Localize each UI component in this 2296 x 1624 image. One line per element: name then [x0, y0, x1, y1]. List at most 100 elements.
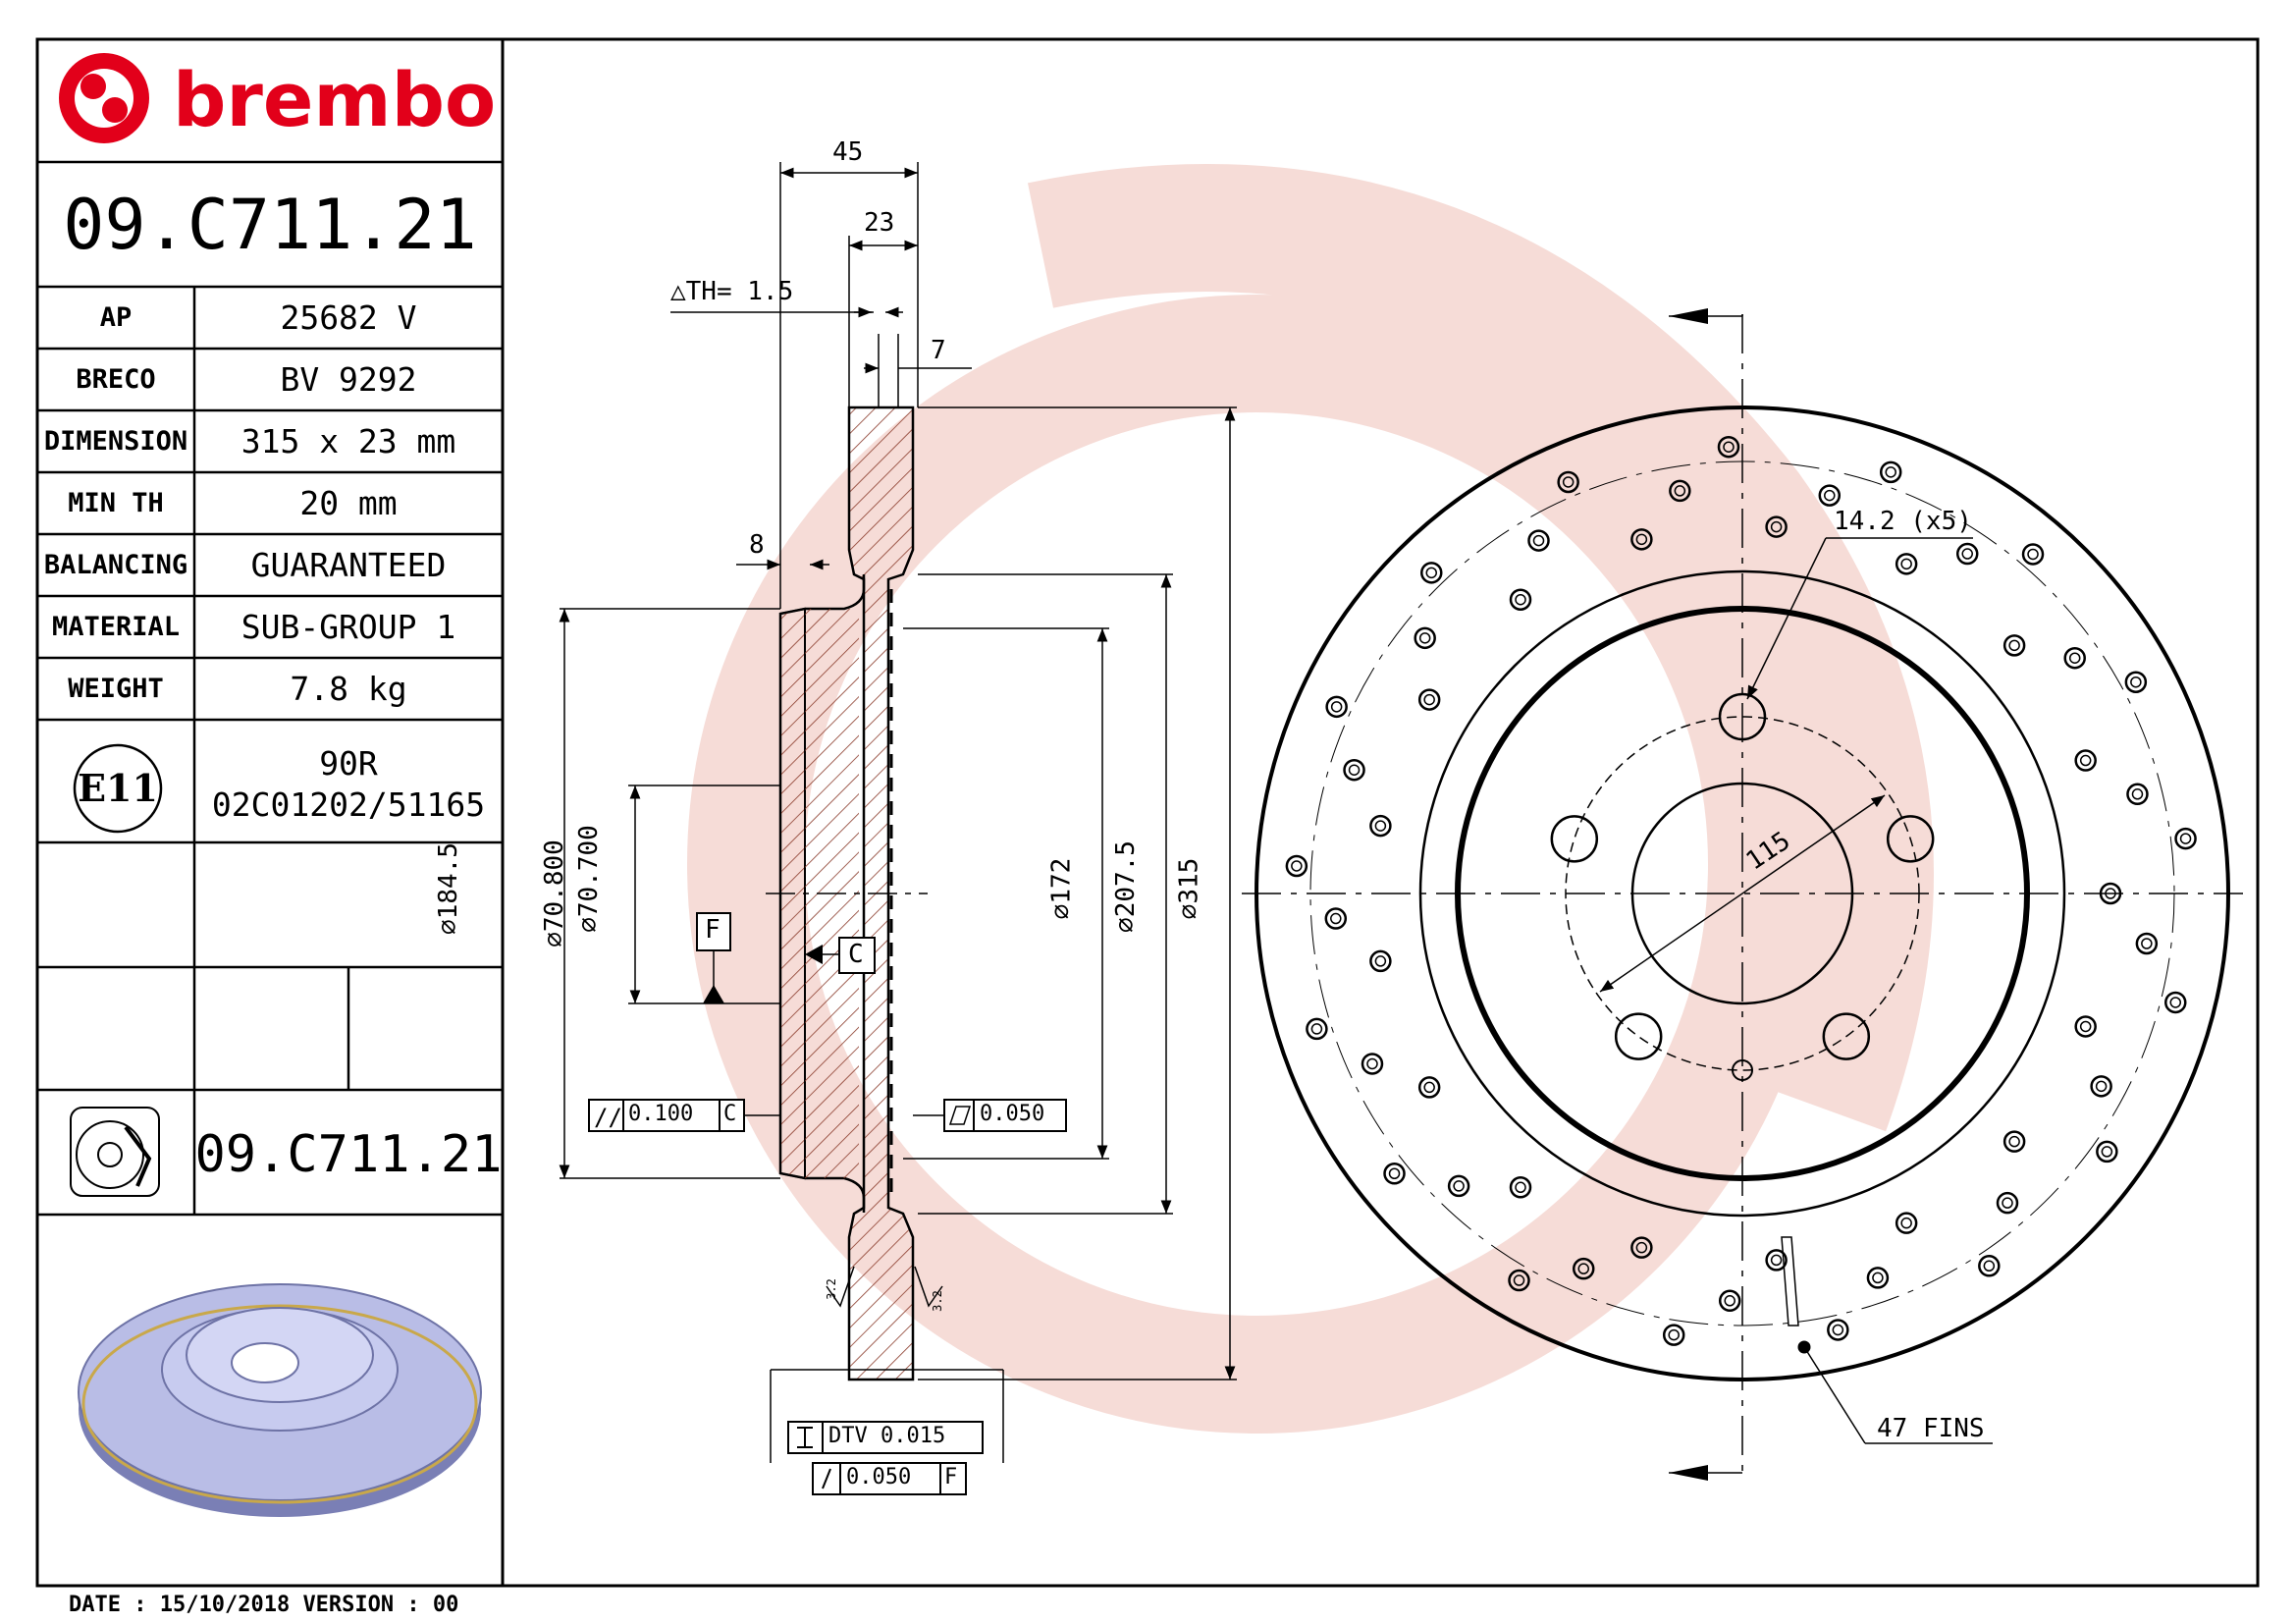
spec-label: MATERIAL: [51, 612, 181, 642]
drill-hole: [1572, 1257, 1595, 1280]
roughness-right: 3.2: [930, 1290, 944, 1312]
datum-f-label: F: [705, 915, 721, 945]
approval-line1: 90R: [319, 744, 378, 783]
spec-value: 25682 V: [280, 298, 417, 337]
drill-hole: [1325, 695, 1348, 719]
disc-render-3d: [78, 1283, 482, 1517]
drill-hole: [2090, 1075, 2112, 1098]
drill-hole: [1765, 515, 1788, 538]
spec-value: GUARANTEED: [250, 546, 447, 584]
locating-pin-hole: [1732, 1059, 1753, 1081]
part-number-title: 09.C711.21: [63, 185, 477, 265]
dim-hat-wall: 8: [749, 530, 765, 560]
spec-label: DIMENSION: [43, 426, 188, 457]
drill-hole: [1285, 854, 1308, 878]
parallelism-frame: [588, 1099, 745, 1132]
drill-hole: [1361, 1053, 1384, 1075]
sheet-frame: [35, 37, 2260, 1588]
drill-hole: [1527, 529, 1550, 552]
bolt-hole: [1886, 815, 1935, 863]
drill-hole: [1306, 1017, 1328, 1041]
flatness-value: 0.050: [980, 1102, 1045, 1126]
drill-hole: [2126, 783, 2149, 806]
spec-label: AP: [99, 302, 133, 333]
approval-mark: E11: [78, 766, 158, 810]
drill-hole: [1978, 1255, 2001, 1277]
drill-hole: [1557, 470, 1579, 494]
drill-hole: [2002, 1130, 2026, 1153]
parallelism-ref: C: [723, 1102, 737, 1126]
bolt-hole: [1718, 692, 1767, 741]
drill-hole: [1895, 1212, 1918, 1234]
drill-hole: [1509, 588, 1532, 611]
drill-hole: [1662, 1324, 1685, 1346]
roughness-mark-left: [826, 1266, 855, 1308]
dim-d172: ⌀172: [1046, 857, 1077, 920]
dim-delta-th: △TH= 1.5: [670, 277, 794, 306]
drill-hole: [1630, 528, 1653, 551]
drill-hole: [1717, 435, 1740, 459]
drill-hole: [2099, 882, 2122, 905]
bottom-part-number: 09.C711.21: [194, 1125, 503, 1184]
datum-c-label: C: [848, 940, 864, 969]
brembo-logo: brembo: [59, 53, 496, 143]
dim-width-total: 45: [832, 137, 864, 167]
drill-hole: [1369, 814, 1392, 838]
section-view: //: [559, 162, 1237, 1495]
spec-value: BV 9292: [280, 360, 417, 399]
dim-d184: ⌀184.5: [433, 842, 463, 935]
spec-label: MIN TH: [68, 488, 164, 518]
drill-hole: [1420, 562, 1443, 584]
parallelism-value: 0.100: [628, 1102, 694, 1126]
roughness-left: 3.2: [824, 1278, 838, 1300]
date-label: DATE :: [69, 1593, 147, 1617]
title-block-grid: [37, 160, 503, 1217]
e11-circle: [73, 743, 163, 834]
drill-hole: [1895, 553, 1918, 575]
bolt-hole: [1614, 1012, 1663, 1060]
drill-hole: [2096, 1140, 2118, 1164]
bolt-hole: [1822, 1012, 1871, 1060]
runout-ref: F: [944, 1465, 958, 1489]
drill-hole: [2074, 1015, 2097, 1038]
drill-hole: [1866, 1267, 1890, 1289]
datum-f-box: [696, 912, 731, 951]
drill-hole: [2074, 749, 2097, 772]
dim-d70-max: ⌀70.800: [539, 839, 569, 947]
fins-label: 47 FINS: [1877, 1414, 1985, 1443]
drill-hole: [1718, 1289, 1741, 1313]
drill-hole: [1508, 1269, 1530, 1292]
approval-line2: 02C01202/51165: [211, 785, 486, 824]
dtv-value: DTV 0.015: [828, 1424, 946, 1448]
bolt-hole: [1550, 815, 1599, 863]
drill-hole: [2002, 634, 2026, 657]
spec-value: 20 mm: [299, 484, 398, 522]
drill-hole: [1509, 1176, 1532, 1199]
drill-hole: [2135, 932, 2159, 955]
drill-hole: [1343, 758, 1365, 782]
date-value: 15/10/2018: [159, 1593, 291, 1617]
version-value: 00: [432, 1593, 459, 1617]
drill-hole: [2164, 991, 2187, 1014]
runout-value: 0.050: [846, 1465, 912, 1489]
dim-thickness: 23: [864, 208, 895, 238]
drill-hole: [1765, 1249, 1788, 1272]
drill-hole: [1818, 484, 1842, 507]
roughness-mark-right: [914, 1266, 943, 1308]
front-view: [1242, 308, 2243, 1481]
dim-d70-min: ⌀70.700: [573, 825, 604, 933]
svg-text://: //: [594, 1104, 622, 1131]
dtv-frame: [787, 1421, 984, 1454]
datum-c-box: [838, 937, 876, 974]
brembo-wordmark: brembo: [173, 56, 496, 143]
drill-hole: [2063, 646, 2086, 670]
spec-value: 7.8 kg: [290, 670, 407, 708]
brembo-watermark: [687, 164, 1934, 1434]
footer: DATE : 15/10/2018 VERSION : 00: [69, 1593, 458, 1617]
drill-hole: [1369, 949, 1392, 973]
drill-hole: [2124, 671, 2148, 693]
dim-d207: ⌀207.5: [1110, 840, 1141, 933]
spec-value: 315 x 23 mm: [240, 422, 456, 460]
drill-hole: [1827, 1319, 1849, 1341]
